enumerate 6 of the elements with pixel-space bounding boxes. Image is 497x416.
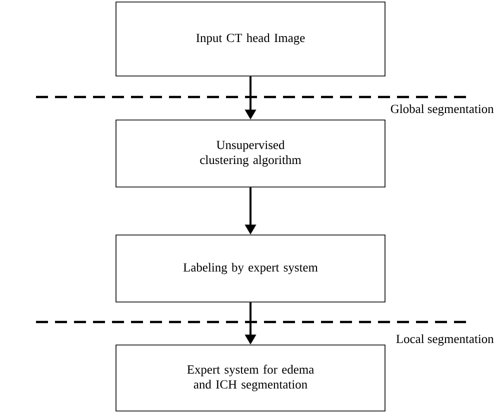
process-box: Input CT head Image <box>116 2 386 76</box>
section-label: Local segmentation <box>396 334 494 346</box>
process-box: Labeling by expert system <box>116 234 386 302</box>
process-box: Unsupervised clustering algorithm <box>116 120 386 188</box>
process-box: Expert system for edema and ICH segmentation <box>116 344 386 412</box>
section-label: Global segmentation <box>390 104 494 116</box>
